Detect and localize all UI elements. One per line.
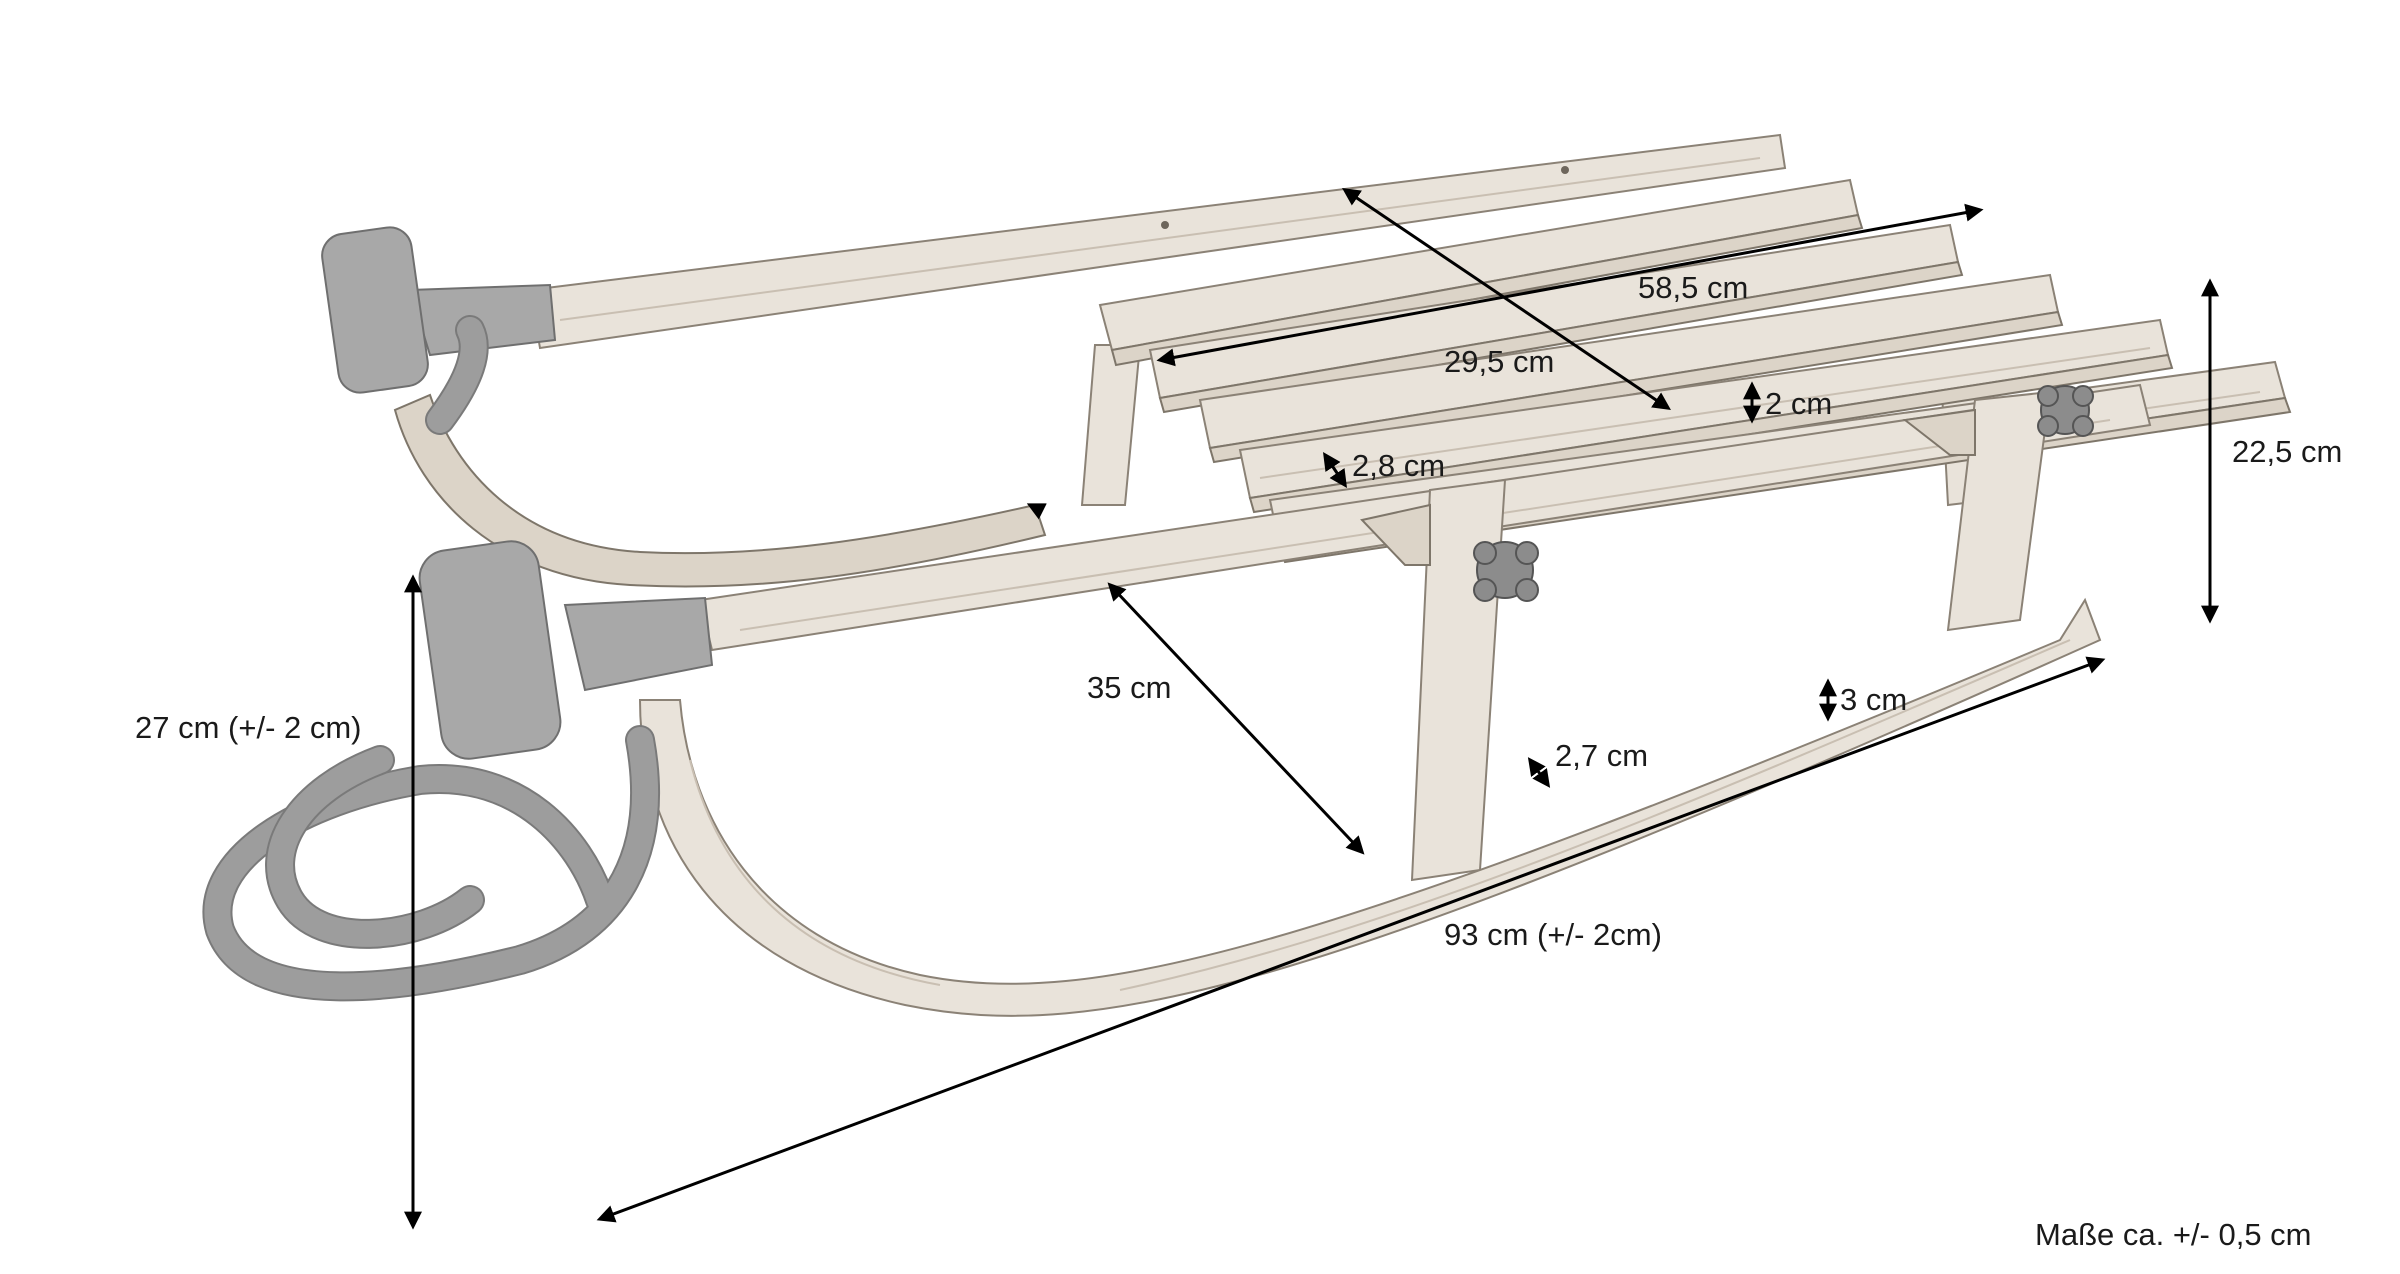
label-tolerance-note: Maße ca. +/- 0,5 cm bbox=[2035, 1217, 2312, 1252]
label-length: 93 cm (+/- 2cm) bbox=[1444, 917, 1662, 952]
dim-length-line bbox=[596, 656, 2106, 1223]
label-slat-thick: 2 cm bbox=[1765, 386, 1832, 421]
label-width-top: 29,5 cm bbox=[1444, 344, 1554, 379]
label-height: 22,5 cm bbox=[2232, 434, 2342, 469]
front-runner bbox=[638, 597, 2102, 1017]
dimension-lines bbox=[404, 187, 2219, 1230]
dim-depth-line bbox=[1026, 503, 1047, 520]
label-runner-height: 3 cm bbox=[1840, 682, 1907, 717]
back-leg-left bbox=[1080, 344, 1142, 506]
label-depth: 35 cm bbox=[1087, 670, 1171, 705]
label-slat-width: 2,8 cm bbox=[1352, 448, 1445, 483]
rear-knob bbox=[2037, 385, 2094, 437]
label-diag-top: 58,5 cm bbox=[1638, 270, 1748, 305]
dim-runner-width-line bbox=[1527, 757, 1551, 788]
dim-slat-width-line bbox=[1323, 452, 1347, 488]
label-runner-width: 2,7 cm bbox=[1555, 738, 1648, 773]
label-front-height: 27 cm (+/- 2 cm) bbox=[135, 710, 362, 745]
front-knob bbox=[1473, 541, 1539, 602]
rear-handle bbox=[321, 226, 557, 394]
dim-depth-line-2 bbox=[1107, 582, 1365, 855]
dimension-labels: 58,5 cm 29,5 cm 2 cm 2,8 cm 22,5 cm 27 c… bbox=[135, 270, 2342, 1252]
dim-width-top-line bbox=[1156, 203, 1984, 367]
sled-illustration bbox=[202, 133, 2292, 1017]
